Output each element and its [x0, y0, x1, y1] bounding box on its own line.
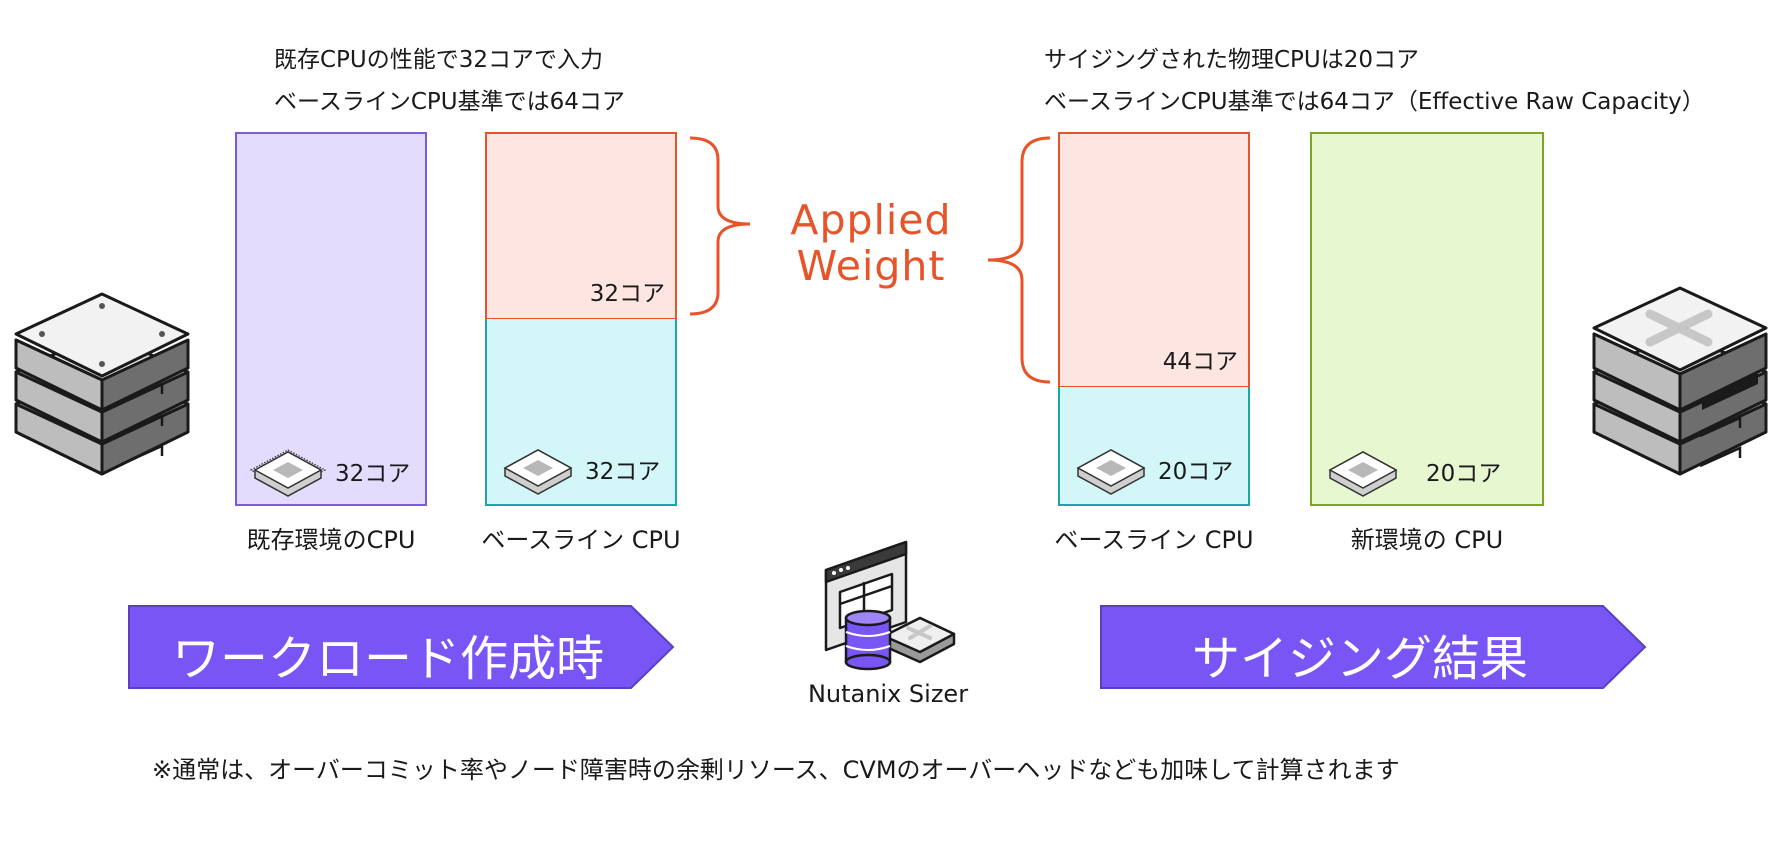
- cpu-chip-icon: [1328, 451, 1398, 497]
- baseline-left-bottom-value: 32コア: [585, 459, 661, 485]
- nutanix-node-icon: [1592, 286, 1768, 476]
- cpu-chip-icon: [249, 449, 327, 497]
- baseline-right-top-value: 44コア: [1162, 349, 1238, 375]
- existing-cpu-value: 32コア: [335, 461, 411, 487]
- applied-weight-line-2: Weight: [796, 242, 946, 290]
- left-note-line-2: ベースラインCPU基準では64コア: [274, 89, 625, 115]
- existing-cpu-caption: 既存環境のCPU: [246, 526, 416, 554]
- baseline-right-bottom-value: 20コア: [1158, 459, 1234, 485]
- cpu-chip-icon: [503, 449, 573, 495]
- right-brace: [987, 136, 1051, 384]
- right-note-line-1: サイジングされた物理CPUは20コア: [1044, 47, 1420, 73]
- left-note-line-1: 既存CPUの性能で32コアで入力: [274, 47, 604, 73]
- baseline-left-weight-segment: 32コア: [485, 132, 677, 320]
- tool-label: Nutanix Sizer: [807, 680, 969, 708]
- new-cpu-bar: 20コア: [1310, 132, 1544, 506]
- server-stack-icon: [14, 292, 190, 476]
- new-cpu-caption: 新環境の CPU: [1350, 526, 1504, 554]
- baseline-left-top-value: 32コア: [589, 281, 665, 307]
- baseline-right-caption: ベースライン CPU: [1054, 526, 1254, 554]
- left-brace: [689, 136, 751, 316]
- right-banner-label: サイジング結果: [1191, 631, 1528, 687]
- new-cpu-value: 20コア: [1426, 461, 1502, 487]
- applied-weight-line-1: Applied: [790, 196, 952, 244]
- footnote: ※通常は、オーバーコミット率やノード障害時の余剰リソース、CVMのオーバーヘッド…: [152, 756, 1400, 784]
- applied-weight-label: Applied Weight: [776, 197, 966, 289]
- database-icon: [844, 609, 892, 671]
- left-banner-label: ワークロード作成時: [171, 631, 604, 687]
- baseline-right-base-segment: 20コア: [1058, 387, 1250, 506]
- cpu-chip-icon: [1076, 449, 1146, 495]
- baseline-left-base-segment: 32コア: [485, 319, 677, 506]
- baseline-right-weight-segment: 44コア: [1058, 132, 1250, 388]
- left-banner-arrow: [128, 605, 675, 689]
- right-banner-arrow: [1100, 605, 1647, 689]
- sizer-app-icon: [824, 540, 956, 671]
- baseline-left-caption: ベースライン CPU: [481, 526, 681, 554]
- right-note-line-2: ベースラインCPU基準では64コア（Effective Raw Capacity…: [1044, 89, 1705, 115]
- existing-cpu-bar: 32コア: [235, 132, 427, 506]
